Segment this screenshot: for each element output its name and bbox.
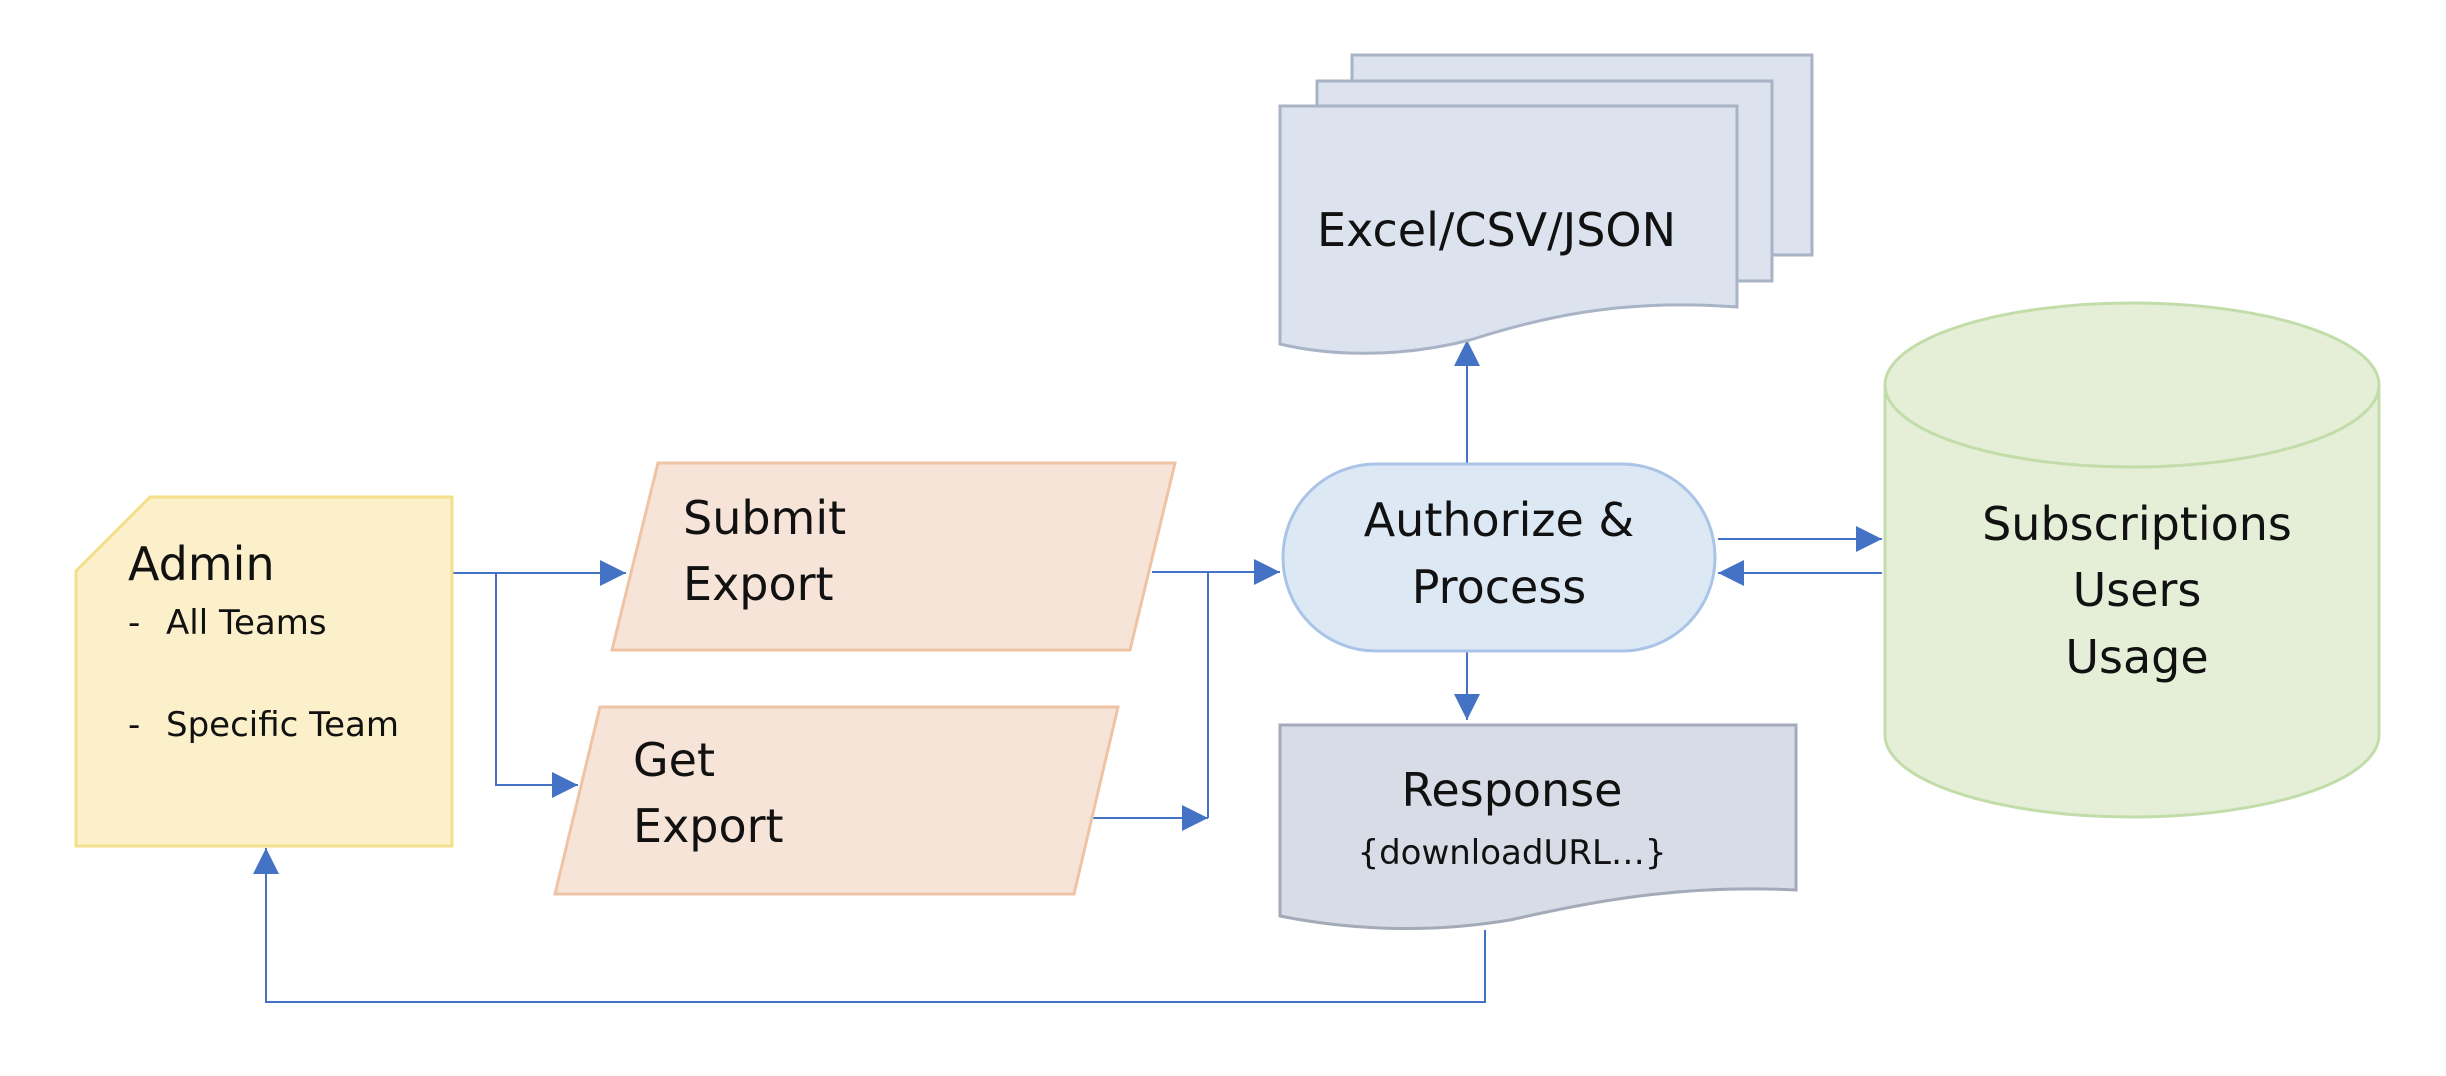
authorize-process-shape: [1281, 462, 1717, 653]
admin-bullet-1: -: [128, 603, 140, 643]
response-title: Response: [1402, 763, 1623, 817]
get-export-line-1: Get: [633, 733, 715, 787]
connector-admin-to-get: [495, 573, 578, 798]
submit-export-shape: [610, 461, 1177, 652]
response-subtitle: {downloadURL…}: [1357, 833, 1666, 873]
admin-bullet-2: -: [128, 705, 140, 745]
response-node: Response {downloadURL…}: [1278, 723, 1798, 930]
database-line-subscriptions: Subscriptions: [1982, 497, 2292, 551]
output-documents-node: Excel/CSV/JSON: [1278, 53, 1814, 355]
admin-shape: [74, 495, 454, 848]
get-export-line-2: Export: [633, 799, 784, 853]
submit-export-line-2: Export: [683, 557, 834, 611]
admin-title: Admin: [128, 537, 275, 591]
database-top: [1883, 301, 2381, 469]
admin-item-specific-team: Specific Team: [166, 705, 399, 745]
submit-export-line-1: Submit: [683, 491, 846, 545]
admin-node: Admin - All Teams - Specific Team: [74, 495, 454, 848]
authorize-process-line-2: Process: [1412, 560, 1587, 614]
get-export-shape: [553, 705, 1120, 896]
authorize-process-node: Authorize & Process: [1281, 462, 1717, 653]
connector-response-to-admin: [253, 848, 1486, 1003]
database-line-users: Users: [2073, 563, 2202, 617]
database-body: [1883, 385, 2381, 819]
database-line-usage: Usage: [2065, 630, 2208, 684]
connectors: [253, 340, 1882, 1003]
database-node: Subscriptions Users Usage: [1883, 301, 2381, 819]
output-documents-label: Excel/CSV/JSON: [1317, 203, 1676, 257]
submit-export-node: Submit Export: [610, 461, 1177, 652]
admin-item-all-teams: All Teams: [166, 603, 327, 643]
response-shape: [1278, 723, 1798, 930]
authorize-process-line-1: Authorize &: [1364, 493, 1635, 547]
get-export-node: Get Export: [553, 705, 1120, 896]
output-document-front: [1278, 104, 1739, 355]
